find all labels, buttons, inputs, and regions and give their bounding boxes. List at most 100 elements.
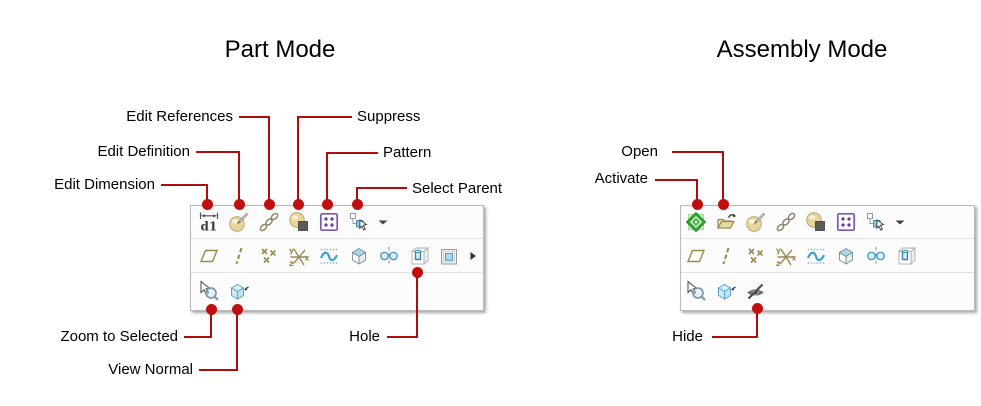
view-normal-button[interactable]	[713, 277, 739, 305]
datum-plane-button[interactable]	[196, 242, 222, 270]
suppress-button[interactable]	[803, 208, 829, 236]
callout-line-edit-references-v	[268, 116, 270, 204]
svg-text:x: x	[792, 253, 797, 262]
svg-text:y: y	[289, 246, 294, 255]
edit-definition-button[interactable]	[226, 208, 252, 236]
callout-dot-edit-dimension	[202, 199, 213, 210]
expand-more-button[interactable]	[466, 242, 479, 270]
part-mode-title: Part Mode	[224, 36, 336, 63]
callout-label-hole: Hole	[349, 328, 380, 345]
revolve-icon	[867, 246, 885, 265]
datum-points-icon	[261, 247, 277, 263]
callout-dot-edit-definition	[234, 199, 245, 210]
datum-points-icon	[748, 247, 764, 263]
part-toolbar-row-3	[191, 273, 483, 308]
callout-dot-pattern	[322, 199, 333, 210]
hole-icon	[897, 246, 917, 265]
callout-label-view-normal: View Normal	[108, 361, 193, 378]
activate-icon	[685, 211, 707, 233]
revolve-button[interactable]	[376, 242, 402, 270]
hide-button[interactable]	[743, 277, 769, 305]
callout-line-hole-h	[387, 336, 418, 338]
sketched-curve-button[interactable]	[316, 242, 342, 270]
coordinate-system-icon: y z x	[776, 246, 797, 267]
datum-plane-button[interactable]	[683, 242, 709, 270]
callout-label-suppress: Suppress	[357, 108, 421, 125]
assembly-mode-toolbar: y z x	[680, 205, 975, 311]
callout-line-activate-h	[655, 179, 698, 181]
edit-references-icon	[776, 212, 796, 232]
pattern-icon	[836, 212, 856, 232]
select-parent-icon	[867, 213, 885, 231]
extrude-button[interactable]	[833, 242, 859, 270]
sketched-curve-icon	[806, 248, 825, 264]
hole-button[interactable]	[406, 242, 432, 270]
callout-label-select-parent: Select Parent	[412, 180, 503, 197]
hide-eye-slash-icon	[747, 283, 764, 299]
callout-dot-open	[718, 199, 729, 210]
assembly-toolbar-row-2: y z x	[681, 239, 974, 273]
hole-icon	[410, 246, 430, 265]
datum-points-button[interactable]	[743, 242, 769, 270]
callout-label-edit-references: Edit References	[126, 108, 233, 125]
callout-dot-select-parent	[352, 199, 363, 210]
callout-line-edit-dimension-v	[206, 184, 208, 204]
edit-definition-icon	[229, 212, 249, 232]
callout-line-suppress-v	[297, 116, 299, 204]
callout-line-open-h	[672, 151, 724, 153]
more-dropdown-button[interactable]	[893, 208, 906, 236]
hole-button[interactable]	[893, 242, 919, 270]
pattern-button[interactable]	[833, 208, 859, 236]
view-normal-button[interactable]	[226, 277, 252, 305]
callout-line-hide-h	[712, 336, 758, 338]
coordinate-system-button[interactable]: y z x	[286, 242, 312, 270]
callout-label-pattern: Pattern	[383, 144, 432, 161]
zoom-to-selected-button[interactable]	[196, 277, 222, 305]
callout-dot-activate	[692, 199, 703, 210]
callout-line-zoom-to-selected-h	[184, 336, 211, 338]
callout-dot-edit-references	[264, 199, 275, 210]
callout-line-view-normal-v	[236, 310, 238, 371]
edit-references-button[interactable]	[256, 208, 282, 236]
callout-dot-suppress	[293, 199, 304, 210]
callout-line-edit-definition-v	[238, 151, 240, 204]
callout-line-edit-references-h	[239, 116, 270, 118]
sketched-curve-button[interactable]	[803, 242, 829, 270]
pattern-button[interactable]	[316, 208, 342, 236]
datum-axis-button[interactable]	[226, 242, 252, 270]
datum-axis-icon	[722, 247, 730, 264]
edit-dimension-icon: d1	[199, 212, 219, 234]
svg-text:d1: d1	[201, 220, 218, 234]
open-button[interactable]	[713, 208, 739, 236]
suppress-icon	[289, 212, 308, 231]
datum-points-button[interactable]	[256, 242, 282, 270]
callout-line-edit-dimension-h	[161, 184, 208, 186]
callout-line-view-normal-h	[199, 369, 237, 371]
extrude-button[interactable]	[346, 242, 372, 270]
select-parent-button[interactable]	[863, 208, 889, 236]
svg-text:x: x	[305, 253, 310, 262]
edit-references-button[interactable]	[773, 208, 799, 236]
view-normal-icon	[230, 283, 249, 300]
assembly-toolbar-row-1	[681, 206, 974, 239]
select-parent-button[interactable]	[346, 208, 372, 236]
suppress-button[interactable]	[286, 208, 312, 236]
revolve-button[interactable]	[863, 242, 889, 270]
shell-icon	[441, 248, 457, 264]
edit-definition-button[interactable]	[743, 208, 769, 236]
activate-button[interactable]	[683, 208, 709, 236]
coordinate-system-button[interactable]: y z x	[773, 242, 799, 270]
more-dropdown-button[interactable]	[376, 208, 389, 236]
shell-button[interactable]	[436, 242, 462, 270]
datum-axis-button[interactable]	[713, 242, 739, 270]
zoom-to-selected-button[interactable]	[683, 277, 709, 305]
pattern-icon	[319, 212, 339, 232]
callout-dot-hole	[412, 267, 423, 278]
edit-dimension-button[interactable]: d1	[196, 208, 222, 236]
svg-text:z: z	[289, 259, 293, 267]
chevron-down-icon	[895, 220, 904, 225]
callout-line-select-parent-h	[358, 187, 407, 189]
callout-line-hole-v	[416, 272, 418, 338]
callout-line-pattern-v	[326, 152, 328, 204]
